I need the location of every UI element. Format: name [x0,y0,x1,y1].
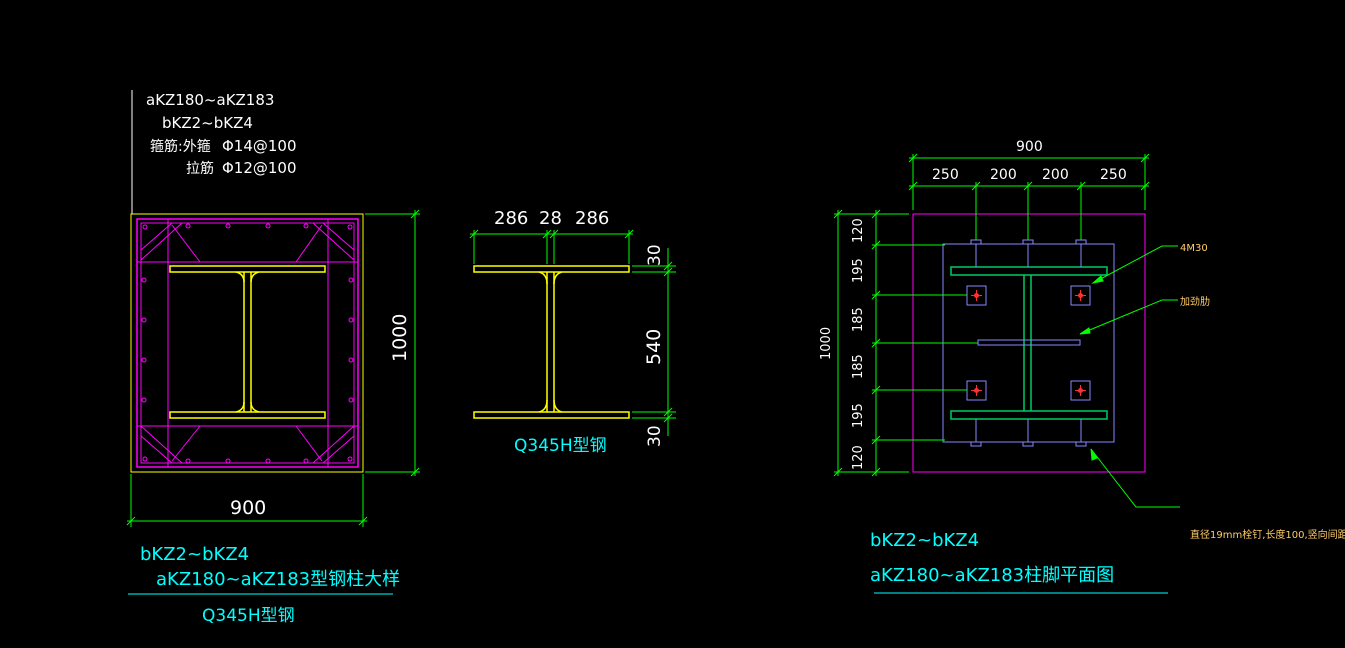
outer-stirrup [136,218,359,468]
dimension-width [126,474,368,527]
h-dim-top-2: 28 [539,208,562,229]
h-dim-top-3: 286 [575,208,609,229]
base-plan: 900 250 200 200 250 1000 120 1 [819,139,1345,594]
base-h-section [950,266,1108,420]
column-detail: aKZ180~aKZ183 bKZ2~bKZ4 箍筋:外箍 Φ14@100 拉筋… [126,90,420,626]
base-dim-left-2: 195 [851,258,866,283]
note-line-1: aKZ180~aKZ183 [146,91,274,109]
base-dim-top-2: 200 [990,167,1017,183]
base-dim-top-1: 250 [932,167,959,183]
base-dim-left-4: 185 [851,354,866,379]
base-dim-left-6: 120 [851,445,866,470]
detail-title-line-3: Q345H型钢 [202,606,295,626]
shear-studs [970,239,1087,447]
base-title-line-2: aKZ180~aKZ183柱脚平面图 [870,565,1114,586]
callout-leaders [1079,245,1180,508]
embedded-h-section [169,265,326,419]
h-dim-right-2: 540 [643,329,665,365]
h-section-right-dims [632,248,676,436]
dimension-width-label: 900 [230,497,266,519]
h-dim-right-1: 30 [645,244,665,266]
column-outline [130,213,364,473]
base-left-dims [833,209,978,477]
base-dim-left-1: 120 [851,218,866,243]
tie-value: Φ12@100 [222,159,297,177]
callout-stiffener: 加劲肋 [1180,295,1210,308]
dimension-height [365,209,420,477]
dimension-height-label: 1000 [389,314,411,362]
base-top-dims [908,153,1150,240]
stirrup-label: 箍筋:外箍 [150,138,211,155]
callout-bolts: 4M30 [1180,243,1208,254]
base-dim-left-5: 195 [851,403,866,428]
h-dim-right-3: 30 [645,425,665,447]
detail-title-line-1: bKZ2~bKZ4 [140,544,249,565]
h-dim-top-1: 286 [494,208,528,229]
tie-label: 拉筋 [186,160,214,177]
base-title-line-1: bKZ2~bKZ4 [870,530,979,551]
base-dim-top-3: 200 [1042,167,1069,183]
h-section-top-dims [469,229,634,264]
base-dim-left-3: 185 [851,307,866,332]
h-section-profile [473,265,630,419]
callout-studs: 直径19mm栓钉,长度100,竖向间距200 [1190,528,1345,541]
base-dim-total-height: 1000 [819,327,834,360]
base-dim-total-width: 900 [1016,139,1043,155]
detail-title-line-2: aKZ180~aKZ183型钢柱大样 [156,569,400,590]
anchor-bolts [966,285,1091,401]
stiffener [977,339,1081,346]
note-line-2: bKZ2~bKZ4 [162,114,253,132]
stirrup-value: Φ14@100 [222,137,297,155]
h-section-label: Q345H型钢 [514,436,607,456]
base-dim-top-4: 250 [1100,167,1127,183]
h-section-detail: 286 28 286 30 540 30 Q345H型钢 [469,208,676,456]
